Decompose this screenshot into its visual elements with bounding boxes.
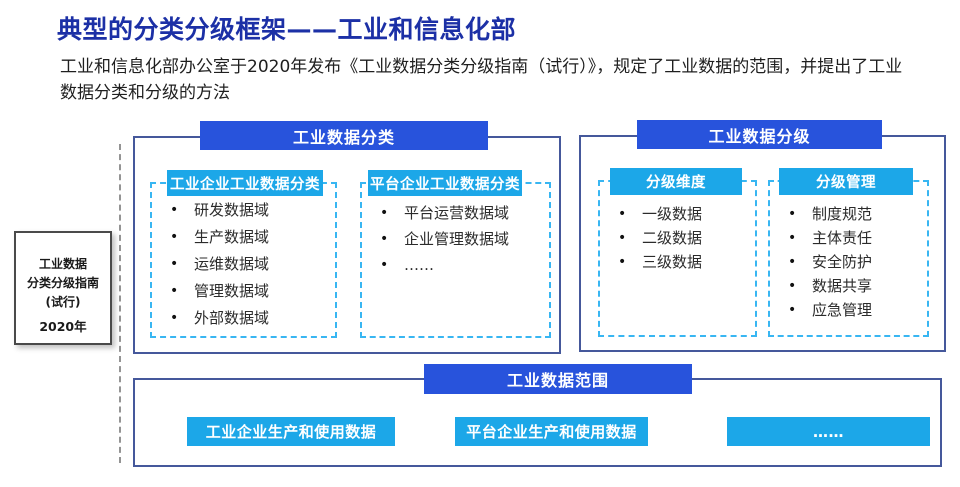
guide-document-title: 工业数据 分类分级指南 (试行) [16, 255, 110, 312]
list-item: 安全防护 [770, 250, 927, 274]
list-item: 一级数据 [600, 202, 755, 226]
platform-enterprise-classification-box: 平台运营数据域 企业管理数据域 …… [360, 182, 551, 338]
list-item: 应急管理 [770, 298, 927, 322]
guide-doc-line1: 工业数据 [38, 257, 87, 271]
list-item: 管理数据域 [152, 278, 335, 305]
list-item: 制度规范 [770, 202, 927, 226]
list-item: …… [362, 252, 549, 278]
list-item: 主体责任 [770, 226, 927, 250]
list-item: 三级数据 [600, 250, 755, 274]
scope-item-ellipsis: …… [727, 417, 930, 446]
guide-document-year: 2020年 [39, 319, 87, 334]
grading-management-item-list: 制度规范 主体责任 安全防护 数据共享 应急管理 [770, 202, 927, 322]
list-item: 研发数据域 [152, 197, 335, 224]
page-title: 典型的分类分级框架——工业和信息化部 [57, 15, 517, 44]
dashed-vertical-divider [119, 144, 121, 463]
intro-paragraph: 工业和信息化部办公室于2020年发布《工业数据分类分级指南（试行）》，规定了工业… [60, 57, 903, 104]
list-item: 数据共享 [770, 274, 927, 298]
classification-header-bar: 工业数据分类 [200, 121, 488, 150]
grading-dimension-header: 分级维度 [610, 168, 742, 195]
industrial-enterprise-classification-header: 工业企业工业数据分类 [167, 170, 323, 196]
grading-management-box: 制度规范 主体责任 安全防护 数据共享 应急管理 [768, 180, 929, 337]
grading-dimension-item-list: 一级数据 二级数据 三级数据 [600, 202, 755, 274]
list-item: 外部数据域 [152, 305, 335, 332]
platform-enterprise-classification-header: 平台企业工业数据分类 [368, 170, 522, 196]
list-item: 生产数据域 [152, 224, 335, 251]
scope-item-industrial-enterprise: 工业企业生产和使用数据 [187, 417, 395, 446]
list-item: 运维数据域 [152, 251, 335, 278]
list-item: 二级数据 [600, 226, 755, 250]
scope-item-platform-enterprise: 平台企业生产和使用数据 [455, 417, 648, 446]
grading-dimension-box: 一级数据 二级数据 三级数据 [598, 180, 757, 337]
industrial-enterprise-item-list: 研发数据域 生产数据域 运维数据域 管理数据域 外部数据域 [152, 197, 335, 332]
grading-management-header: 分级管理 [779, 168, 913, 195]
grading-header-bar: 工业数据分级 [637, 120, 882, 149]
industrial-enterprise-classification-box: 研发数据域 生产数据域 运维数据域 管理数据域 外部数据域 [150, 182, 337, 338]
guide-doc-line3: (试行) [45, 295, 81, 309]
platform-enterprise-item-list: 平台运营数据域 企业管理数据域 …… [362, 200, 549, 278]
list-item: 平台运营数据域 [362, 200, 549, 226]
list-item: 企业管理数据域 [362, 226, 549, 252]
guide-document-card: 工业数据 分类分级指南 (试行) 2020年 [14, 231, 112, 345]
scope-header-bar: 工业数据范围 [424, 364, 692, 394]
guide-doc-line2: 分类分级指南 [26, 276, 99, 290]
